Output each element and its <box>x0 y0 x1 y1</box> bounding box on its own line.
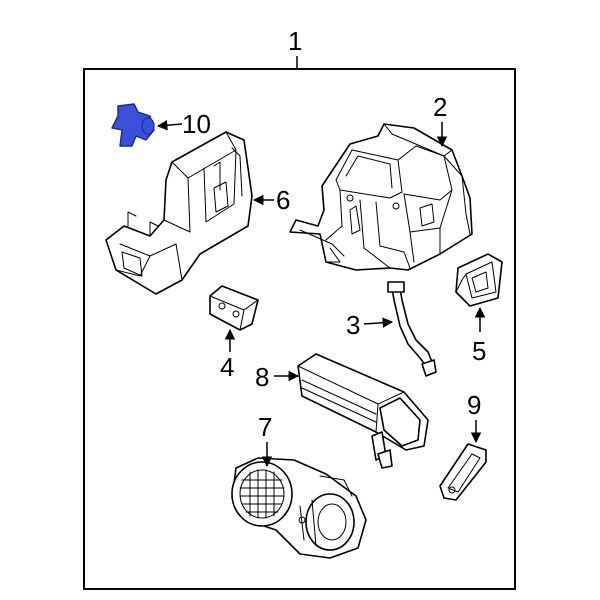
part-7-blower-motor[interactable] <box>231 457 367 559</box>
callout-8-label: 8 <box>255 362 269 392</box>
part-10-bracket[interactable] <box>111 103 155 147</box>
callout-8[interactable]: 8 <box>255 362 300 392</box>
callout-7[interactable]: 7 <box>258 412 272 468</box>
part-6-inlet-housing[interactable] <box>105 131 253 295</box>
callout-1-label: 1 <box>288 26 302 56</box>
callout-3-leader <box>363 317 394 328</box>
callout-9-label: 9 <box>467 390 481 420</box>
callout-6-label: 6 <box>276 185 290 215</box>
part-2-heater-case[interactable] <box>289 123 473 271</box>
part-10-boss <box>141 117 155 135</box>
callout-10[interactable]: 10 <box>156 109 211 139</box>
callout-5-label: 5 <box>472 336 486 366</box>
callout-4-label: 4 <box>220 352 234 382</box>
callout-4[interactable]: 4 <box>220 328 236 382</box>
part-5-actuator[interactable] <box>455 253 503 307</box>
part-9-clip[interactable] <box>439 443 487 501</box>
callout-7-label: 7 <box>258 412 272 442</box>
callout-1[interactable]: 1 <box>288 26 302 69</box>
part-10-body <box>111 103 155 147</box>
diagram-frame <box>83 68 516 590</box>
callout-10-leader <box>156 119 183 131</box>
callout-9[interactable]: 9 <box>467 390 481 444</box>
part-3-drain-hose[interactable] <box>387 281 437 377</box>
part-4-resistor[interactable] <box>209 285 259 331</box>
callout-5[interactable]: 5 <box>472 306 486 366</box>
part-8-heater-core[interactable] <box>297 353 429 469</box>
callout-6[interactable]: 6 <box>252 185 290 215</box>
callout-2[interactable]: 2 <box>433 92 447 148</box>
callout-2-label: 2 <box>433 92 447 122</box>
callout-10-label: 10 <box>182 109 211 139</box>
callout-3[interactable]: 3 <box>346 310 394 340</box>
callout-3-label: 3 <box>346 310 360 340</box>
